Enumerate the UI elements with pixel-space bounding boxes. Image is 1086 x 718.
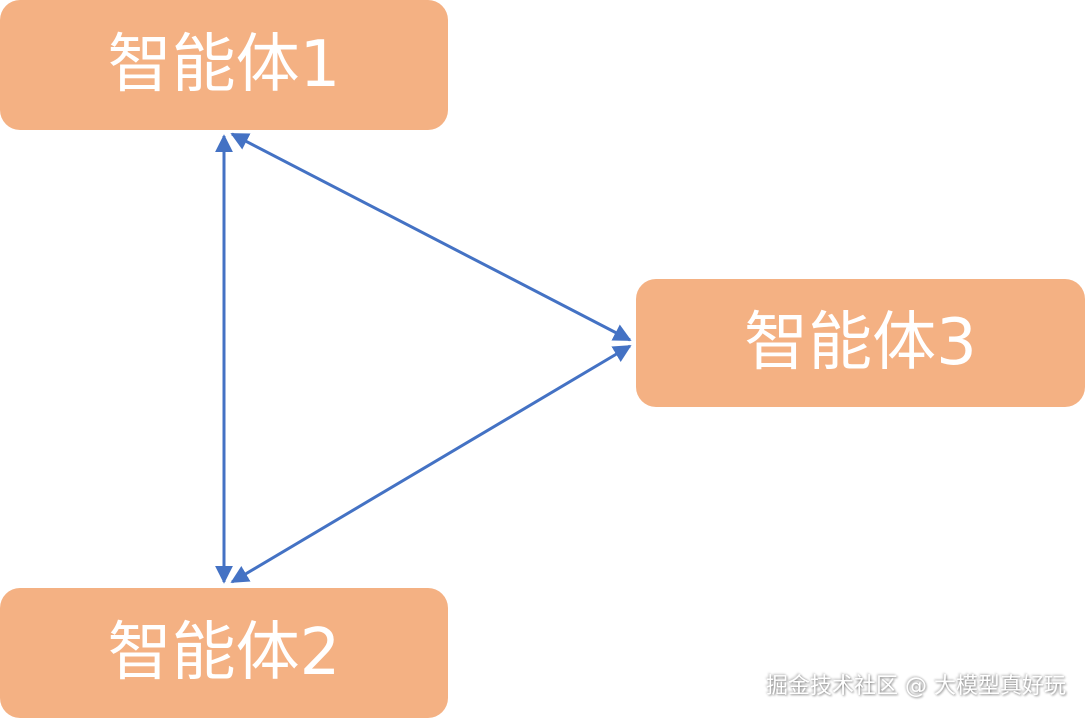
edge-agent1-agent3 <box>230 132 632 342</box>
node-agent1: 智能体1 <box>0 0 448 130</box>
edge-agent2-agent3 <box>230 344 632 584</box>
node-agent2: 智能体2 <box>0 588 448 718</box>
node-agent3-label: 智能体3 <box>744 306 977 380</box>
node-agent2-label: 智能体2 <box>107 616 341 690</box>
node-agent1-label: 智能体1 <box>107 28 341 102</box>
watermark-text: 掘金技术社区 @ 大模型真好玩 <box>766 674 1066 699</box>
node-agent3: 智能体3 <box>636 279 1085 407</box>
